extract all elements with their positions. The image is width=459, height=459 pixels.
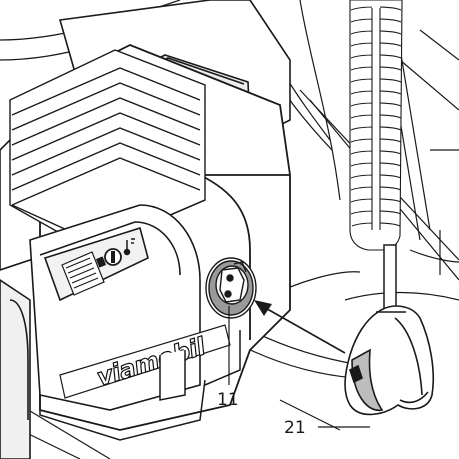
battery-indicator-icon: [61, 251, 107, 296]
direction-arrow-icon: [254, 300, 346, 354]
charging-socket: [205, 257, 257, 319]
callout-label-11: 11: [217, 390, 239, 410]
callout-leaders: [228, 306, 370, 428]
joystick-grip: [344, 305, 435, 416]
lower-body-edge: [39, 330, 241, 441]
ribbed-cover: [9, 49, 206, 251]
joystick-rod: [383, 244, 397, 316]
gooseneck-cable: [349, 0, 403, 251]
key-switch-icon: [104, 248, 122, 266]
callout-label-21: 21: [284, 418, 306, 438]
temperature-icon: [123, 238, 135, 256]
